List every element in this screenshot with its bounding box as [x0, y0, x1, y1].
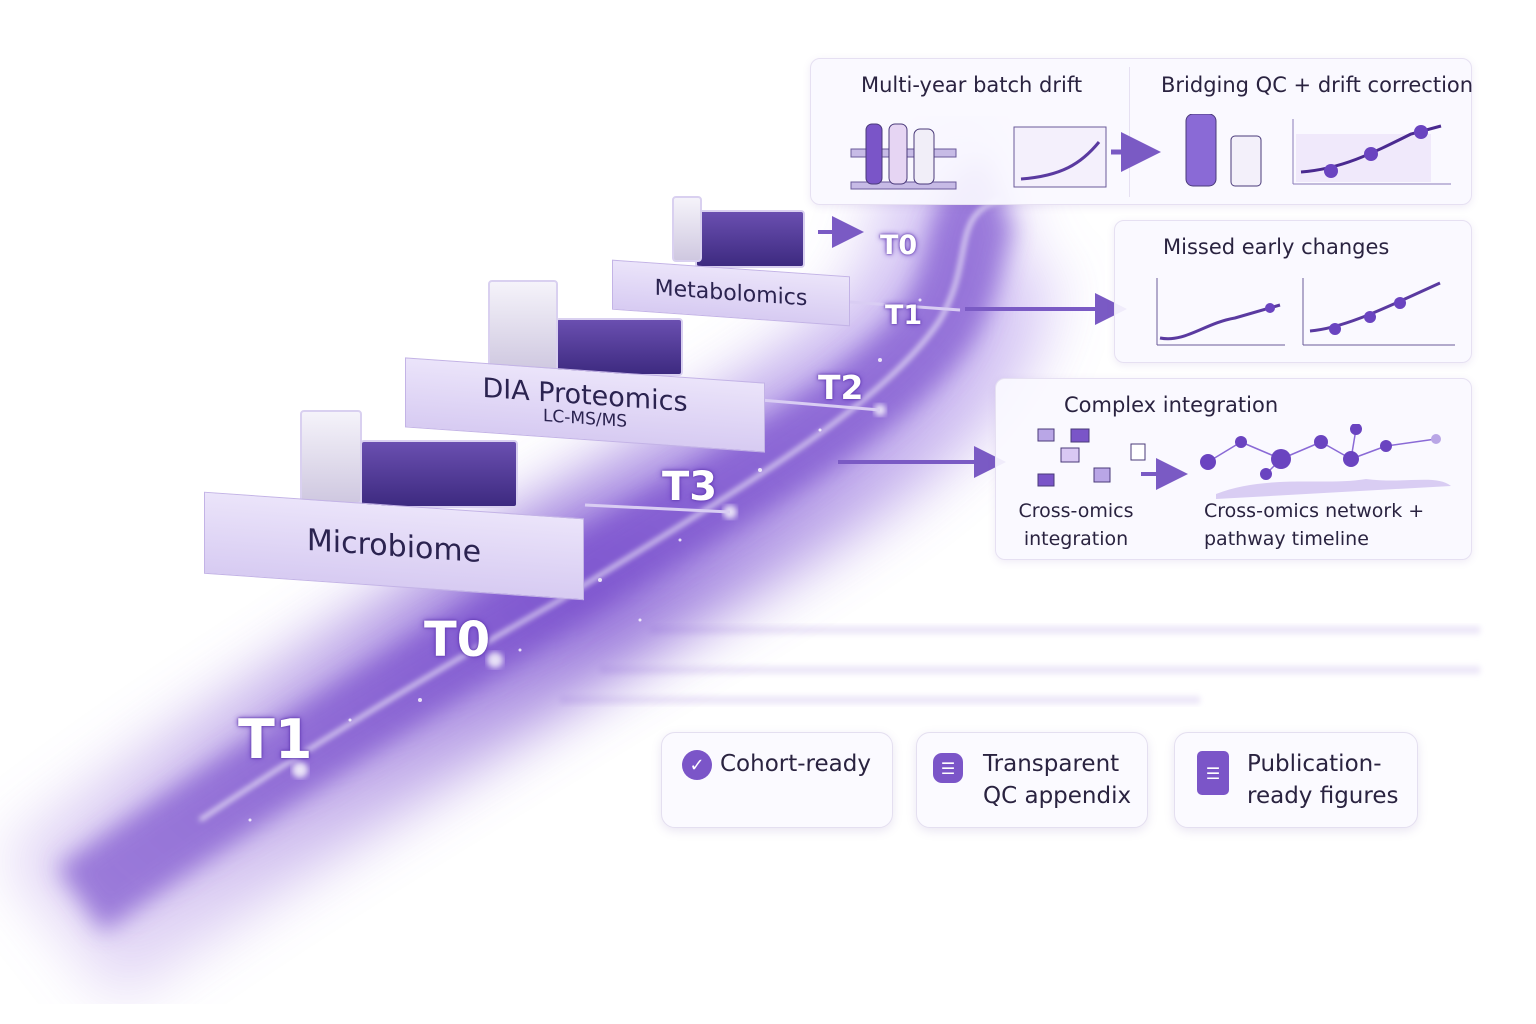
mass-spectrometer-icon: [695, 210, 805, 268]
sample-prep-icon: [300, 410, 362, 504]
outcome-card-qc-appendix: ☰ Transparent QC appendix: [916, 732, 1148, 828]
outcome-card-cohort-ready: ✓ Cohort-ready: [661, 732, 893, 828]
flow-arrows: [818, 216, 1127, 478]
report-icon: ☰: [1197, 751, 1229, 795]
cross-omics-network-label: Cross-omics network +: [1204, 500, 1425, 522]
timepoint-label: T1: [885, 300, 923, 331]
timepoint-label: T2: [818, 368, 864, 407]
timepoint-label: T0: [424, 612, 491, 668]
outcome-label: Cohort-ready: [720, 751, 871, 777]
missed-changes-panel: Missed early changes: [1114, 220, 1472, 363]
bridging-qc-title: Bridging QC + drift correction: [1161, 73, 1474, 97]
timepoint-label: T3: [662, 464, 718, 510]
batch-drift-illustration: [850, 114, 1451, 190]
outcome-label: Publication-: [1247, 751, 1382, 777]
sequencer-icon: [360, 440, 518, 508]
complex-integration-panel: Complex integration Cross-omics integrat…: [995, 378, 1472, 560]
cross-omics-integration-label: integration: [1023, 528, 1129, 550]
lc-stack-icon: [488, 280, 558, 372]
corrected-trend-icon: [1300, 124, 1442, 174]
missed-changes-title: Missed early changes: [1163, 235, 1390, 259]
outcome-label: ready figures: [1247, 783, 1399, 809]
document-stack-icon: ☰: [933, 753, 963, 783]
batch-drift-title: Multi-year batch drift: [861, 73, 1083, 97]
cross-omics-network-label: pathway timeline: [1204, 528, 1369, 550]
timepoint-label: T0: [880, 230, 918, 261]
integration-illustration: [1037, 424, 1451, 499]
missed-changes-charts: [1156, 278, 1455, 346]
outcome-card-publication-figures: ☰ Publication- ready figures: [1174, 732, 1418, 828]
check-circle-icon: ✓: [682, 750, 712, 780]
test-tube-rack-icon: [850, 123, 957, 190]
qc-vial-icon: [1185, 114, 1217, 187]
mass-spectrometer-icon: [555, 318, 683, 376]
timepoint-label: T1: [238, 708, 313, 771]
outcome-label: Transparent: [983, 751, 1120, 777]
lc-ms-ms-label: LC-MS/MS: [542, 406, 628, 432]
outcome-label: QC appendix: [983, 783, 1132, 809]
cross-omics-integration-label: Cross-omics: [1018, 500, 1134, 522]
autosampler-icon: [672, 196, 702, 262]
batch-drift-panel: Multi-year batch drift Bridging QC + dri…: [810, 58, 1474, 205]
complex-integration-title: Complex integration: [1064, 393, 1279, 417]
